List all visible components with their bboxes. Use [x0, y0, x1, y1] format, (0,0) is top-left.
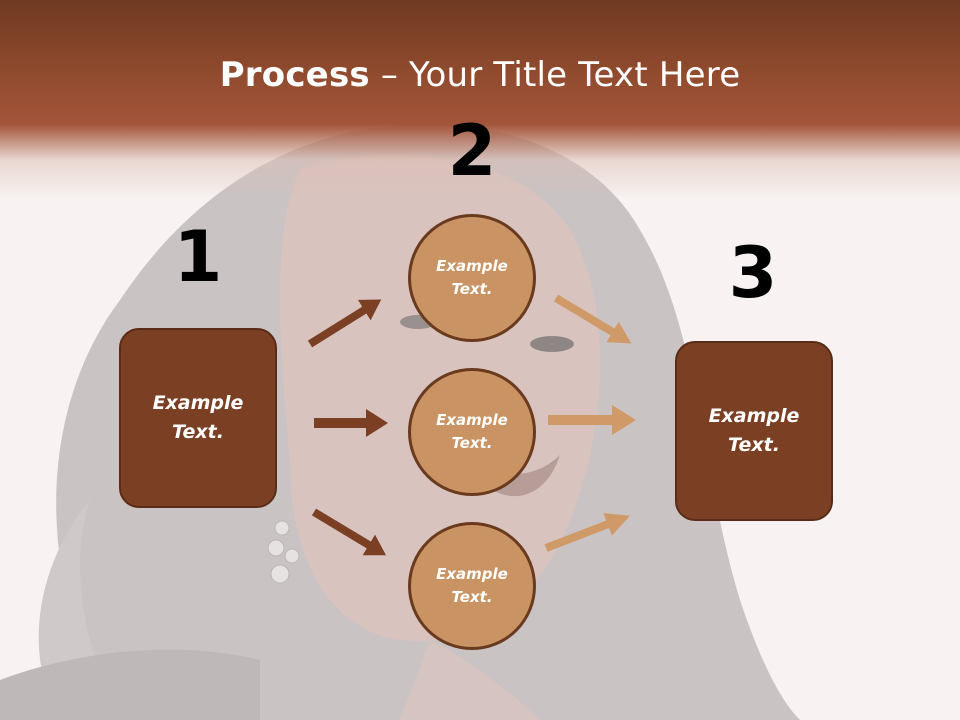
- arrow-bottom-to-3-icon: [544, 513, 631, 552]
- arrow-top-to-3-icon: [553, 294, 632, 344]
- arrow-1-to-bottom-icon: [311, 508, 387, 556]
- circle-top-line1: Example: [436, 257, 508, 275]
- step-1-text-line1: Example: [152, 392, 244, 414]
- title-rest: – Your Title Text Here: [369, 55, 741, 95]
- circle-bottom-line2: Text.: [451, 588, 493, 606]
- step-number-3: 3: [728, 232, 778, 314]
- slide-title: Process – Your Title Text Here: [0, 52, 960, 98]
- arrow-middle-to-3-icon: [548, 405, 636, 435]
- circle-top-line2: Text.: [451, 280, 493, 298]
- step-2-circle-bottom: Example Text.: [408, 522, 536, 650]
- step-3-text-line1: Example: [708, 405, 800, 427]
- step-1-text-line2: Text.: [172, 421, 224, 443]
- title-bold: Process: [219, 55, 370, 95]
- header-band: [0, 0, 960, 200]
- step-3-box: Example Text.: [675, 341, 833, 521]
- step-2-circle-top: Example Text.: [408, 214, 536, 342]
- arrow-1-to-middle-icon: [314, 409, 388, 437]
- circle-middle-line1: Example: [436, 411, 508, 429]
- step-3-text-line2: Text.: [728, 434, 780, 456]
- circle-bottom-line1: Example: [436, 565, 508, 583]
- arrow-1-to-top-icon: [307, 299, 382, 348]
- step-1-box: Example Text.: [119, 328, 277, 508]
- step-2-circle-middle: Example Text.: [408, 368, 536, 496]
- circle-middle-line2: Text.: [451, 434, 493, 452]
- step-number-2: 2: [447, 110, 497, 192]
- step-number-1: 1: [173, 216, 223, 298]
